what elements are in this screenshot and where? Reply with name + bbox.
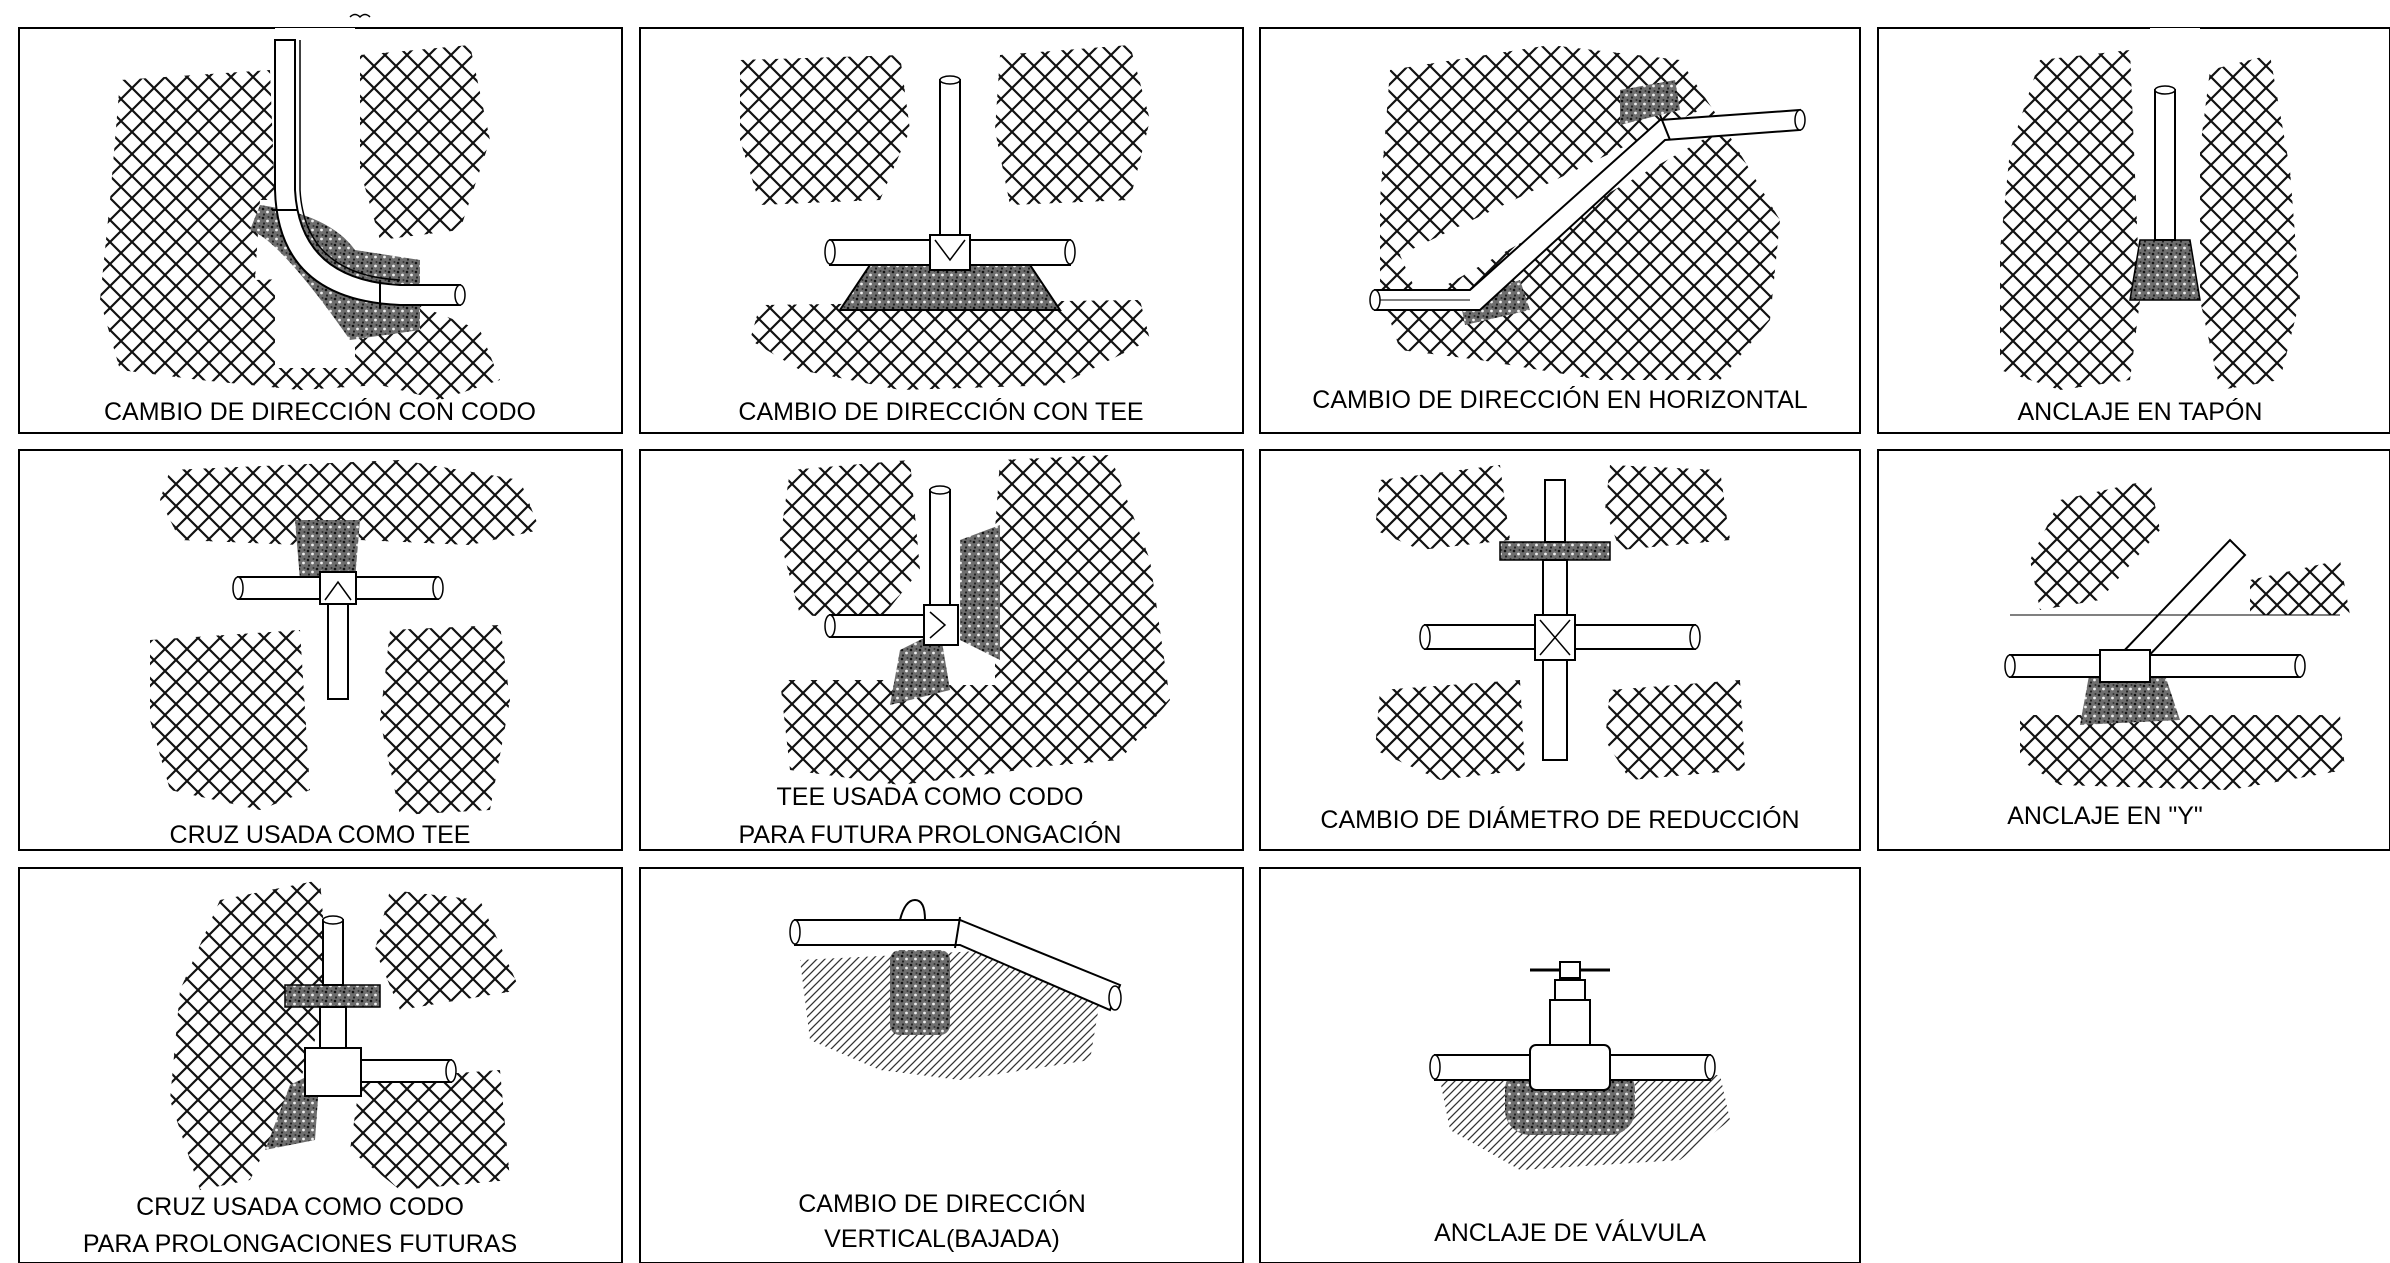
panel-vertical-label-1: CAMBIO DE DIRECCIÓN xyxy=(798,1189,1086,1218)
panel-cruz-codo-label-1: CRUZ USADA COMO CODO xyxy=(136,1193,464,1221)
panel-vertical-label-2: VERTICAL(BAJADA) xyxy=(824,1225,1060,1253)
panel-tapon-label: ANCLAJE EN TAPÓN xyxy=(2018,397,2263,426)
panel-tee-codo-label-2: PARA FUTURA PROLONGACIÓN xyxy=(739,820,1122,849)
panel-codo: CAMBIO DE DIRECCIÓN CON CODO xyxy=(18,27,623,434)
panel-horizontal: CAMBIO DE DIRECCIÓN EN HORIZONTAL xyxy=(1259,27,1861,434)
panel-tapon: ANCLAJE EN TAPÓN xyxy=(1877,27,2390,434)
panel-cruz-codo: CRUZ USADA COMO CODO PARA PROLONGACIONES… xyxy=(18,867,623,1263)
panel-tee-codo-label-1: TEE USADA COMO CODO xyxy=(777,783,1084,811)
panel-reduccion: CAMBIO DE DIÁMETRO DE REDUCCIÓN xyxy=(1259,449,1861,851)
panel-tee-label: CAMBIO DE DIRECCIÓN CON TEE xyxy=(738,397,1143,426)
panel-y-label: ANCLAJE EN "Y" xyxy=(2007,802,2203,830)
panel-tee-codo: TEE USADA COMO CODO PARA FUTURA PROLONGA… xyxy=(639,449,1244,851)
panel-y: ANCLAJE EN "Y" xyxy=(1877,449,2390,851)
panel-valvula: ANCLAJE DE VÁLVULA xyxy=(1259,867,1861,1263)
panel-vertical: CAMBIO DE DIRECCIÓN VERTICAL(BAJADA) xyxy=(639,867,1244,1263)
top-mark xyxy=(349,13,371,19)
panel-cruz-codo-label-2: PARA PROLONGACIONES FUTURAS xyxy=(83,1230,517,1258)
panel-valvula-label: ANCLAJE DE VÁLVULA xyxy=(1434,1218,1706,1247)
panel-reduccion-label: CAMBIO DE DIÁMETRO DE REDUCCIÓN xyxy=(1320,805,1799,834)
panel-horizontal-label: CAMBIO DE DIRECCIÓN EN HORIZONTAL xyxy=(1312,385,1808,414)
panel-codo-label: CAMBIO DE DIRECCIÓN CON CODO xyxy=(104,397,536,426)
panel-cruz-tee-label: CRUZ USADA COMO TEE xyxy=(170,821,471,849)
panel-tee: CAMBIO DE DIRECCIÓN CON TEE xyxy=(639,27,1244,434)
panel-cruz-tee: CRUZ USADA COMO TEE xyxy=(18,449,623,851)
